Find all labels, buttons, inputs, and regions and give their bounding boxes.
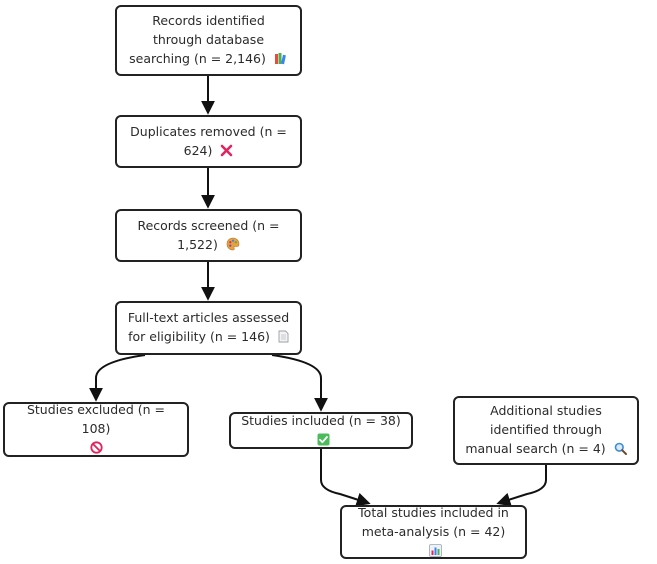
- total-included-label: Total studies included in meta-analysis …: [358, 504, 509, 539]
- full-text-assessed-node: Full-text articles assessed for eligibil…: [115, 301, 302, 355]
- records-identified-label: Records identified through database sear…: [129, 13, 266, 66]
- duplicates-removed-node: Duplicates removed (n = 624): [115, 115, 302, 168]
- cross-mark-icon: [220, 143, 233, 162]
- edge-included-to-total: [320, 449, 371, 507]
- additional-studies-label: Additional studies identified through ma…: [465, 403, 606, 456]
- studies-excluded-label: Studies excluded (n = 108): [26, 402, 166, 436]
- books-icon: [274, 51, 288, 70]
- full-text-assessed-label: Full-text articles assessed for eligibil…: [127, 310, 290, 344]
- studies-included-label: Studies included (n = 38): [241, 412, 401, 428]
- records-screened-label: Records screened (n = 1,522): [137, 217, 280, 252]
- records-screened-node: Records screened (n = 1,522): [115, 209, 302, 262]
- prohibited-icon: [89, 440, 103, 459]
- edge-fulltext-to-excluded: [89, 354, 146, 402]
- total-included-node: Total studies included in meta-analysis …: [340, 505, 527, 559]
- bar-chart-icon: [429, 543, 442, 562]
- edge-fulltext-to-included: [271, 354, 328, 412]
- additional-studies-node: Additional studies identified through ma…: [453, 396, 639, 465]
- magnifier-icon: [614, 441, 627, 460]
- duplicates-removed-label: Duplicates removed (n = 624): [130, 123, 287, 158]
- studies-excluded-node: Studies excluded (n = 108): [3, 402, 189, 457]
- records-identified-node: Records identified through database sear…: [115, 5, 302, 76]
- palette-icon: [226, 237, 240, 256]
- edge-additional-to-total: [496, 465, 547, 507]
- page-icon: [278, 329, 289, 348]
- check-mark-icon: [317, 432, 330, 451]
- studies-included-node: Studies included (n = 38): [229, 412, 413, 449]
